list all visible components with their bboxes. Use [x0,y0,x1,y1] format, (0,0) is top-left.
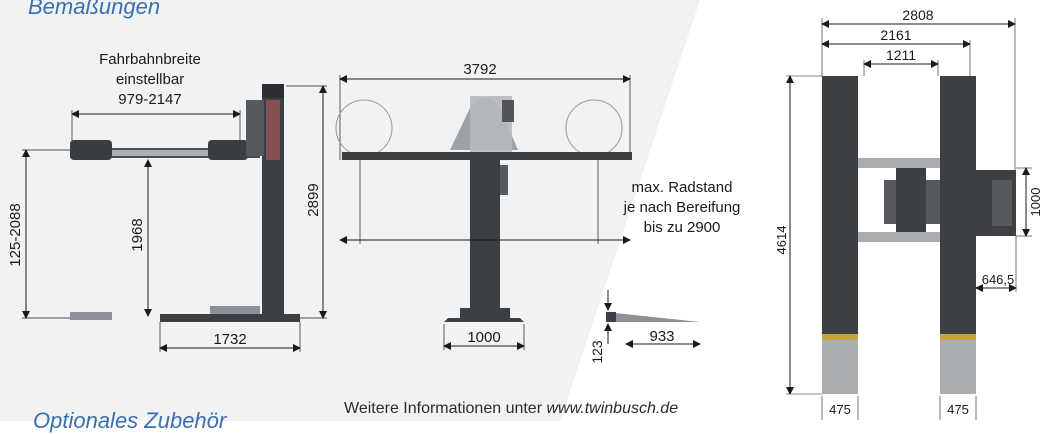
ramp-view-drawing: 123 933 [590,290,701,364]
section-title-dimensions: Bemaßungen [28,0,161,19]
front-dim-total-height: 2899 [305,183,322,216]
front-base [160,314,300,322]
top-dim-offset: 646,5 [982,272,1015,287]
top-dim-ramp-right: 475 [947,402,969,417]
side-platform [342,152,632,160]
ramp-dim-height: 123 [590,340,605,364]
side-dim-length: 3792 [463,61,496,78]
footer-url[interactable]: www.twinbusch.de [546,400,679,417]
top-dim-outer: 2161 [880,27,911,43]
top-dim-total-width: 2808 [902,7,933,23]
front-dim-lift-height: 1968 [129,218,146,251]
side-note-line1: max. Radstand [632,179,733,196]
side-dim-base: 1000 [467,329,500,346]
ramp-dim-length: 933 [649,328,674,345]
side-wheel-front [335,99,393,157]
top-ramp-right [940,334,976,394]
top-dim-ramp-left: 475 [829,402,851,417]
top-dim-inner: 1211 [886,47,916,63]
side-note-line2: je nach Bereifung [623,199,741,216]
side-base [444,318,524,322]
ramp-profile [606,312,700,322]
top-runway-right [940,76,976,334]
front-note-line1: Fahrbahnbreite [99,51,201,68]
side-note-line3: bis zu 2900 [644,219,721,236]
front-note-line3: 979-2147 [118,91,181,108]
front-view-drawing: Fahrbahnbreite einstellbar 979-2147 125-… [7,51,327,352]
section-title-accessories: Optionales Zubehör [33,408,227,433]
top-runway-left [822,76,858,334]
front-dim-height-range: 125-2088 [7,203,24,266]
side-view-drawing: 3792 max. Radstand je nach Bereifung bis… [335,61,741,350]
footer-prefix: Weitere Informationen unter [344,400,547,417]
top-crossbeam-lower [858,232,940,242]
top-ramp-left [822,334,858,394]
top-dim-column: 1000 [1028,188,1043,217]
top-view-drawing: 2808 2161 1211 4614 1000 646,5 475 475 [774,7,1043,420]
front-note-line2: einstellbar [116,71,184,88]
top-dim-length: 4614 [774,226,789,255]
top-crossbeam-upper [858,158,940,168]
side-wheel-rear [565,99,623,157]
footer-info: Weitere Informationen unter www.twinbusc… [344,400,678,418]
front-dim-base-width: 1732 [213,331,246,348]
side-column [470,160,500,310]
